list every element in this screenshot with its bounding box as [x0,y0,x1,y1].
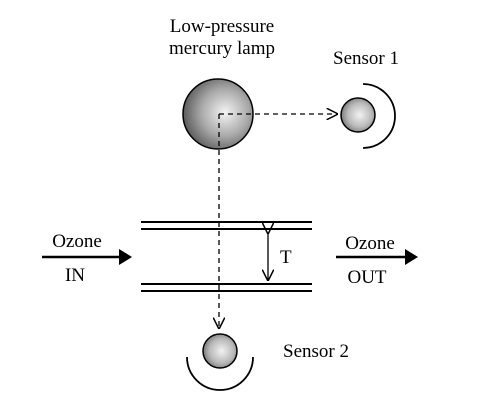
inlet-word: Ozone [52,231,102,252]
inlet-arrow-head [119,249,132,265]
sensor1 [340,97,376,133]
mercury-lamp [182,78,254,150]
outlet-direction: OUT [347,267,386,288]
sensor2-housing [186,356,254,391]
sensor2 [202,333,238,369]
inlet-direction: IN [65,265,85,286]
lamp-label-line2: mercury lamp [169,38,275,59]
channel-bottom-wall [141,283,312,292]
lamp-label-line1: Low-pressure [170,16,274,37]
outlet-word: Ozone [345,233,395,254]
sensor1-label: Sensor 1 [333,48,399,69]
outlet-arrow-head [405,249,418,265]
sensor1-housing [362,83,396,149]
gap-label: T [280,247,292,268]
channel-top-wall [141,221,312,230]
sensor2-label: Sensor 2 [283,341,349,362]
